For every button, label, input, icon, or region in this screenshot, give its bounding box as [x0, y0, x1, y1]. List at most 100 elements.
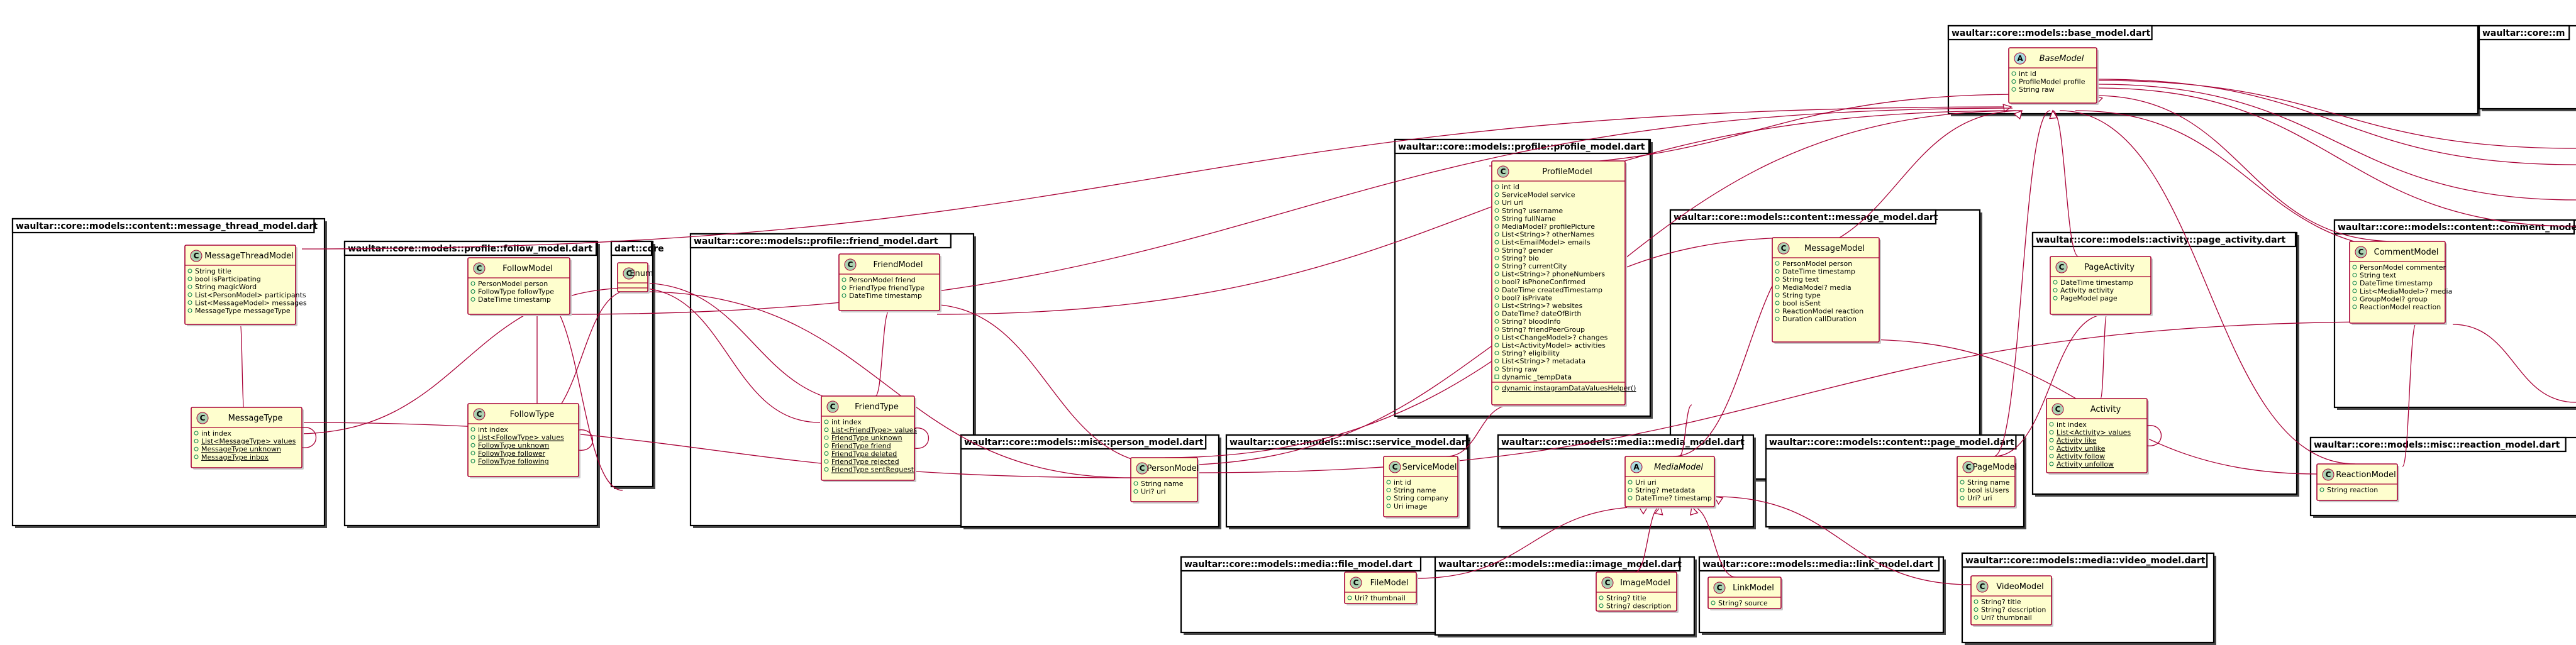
class-box[interactable] — [838, 253, 940, 311]
public-visibility-icon — [1347, 595, 1352, 600]
stereotype-letter: C — [1781, 244, 1787, 253]
package-tab — [610, 240, 653, 256]
class-member: String name — [1967, 478, 2010, 487]
public-visibility-icon — [1628, 480, 1633, 485]
public-visibility-icon — [1494, 295, 1499, 300]
class-member: String? title — [1981, 598, 2021, 606]
class-box[interactable] — [1772, 237, 1880, 343]
class-member: String type — [1782, 291, 1821, 299]
class-box[interactable] — [1624, 456, 1715, 507]
stereotype-letter: C — [477, 264, 482, 273]
public-visibility-icon — [1386, 480, 1391, 485]
self-reference-line — [578, 429, 593, 451]
class-name: PersonModel — [1147, 464, 1199, 473]
public-visibility-icon — [841, 285, 847, 290]
public-visibility-icon — [2053, 295, 2058, 300]
public-visibility-icon — [1599, 595, 1604, 600]
public-visibility-icon — [824, 451, 829, 456]
class-member: int index — [201, 429, 231, 438]
package-label: waultar::core::models::misc::reaction_mo… — [2314, 440, 2560, 450]
class-box[interactable] — [1344, 571, 1417, 604]
class-member: int index — [831, 418, 862, 426]
public-visibility-icon — [1960, 488, 1965, 493]
public-visibility-icon — [187, 292, 192, 297]
class-box[interactable] — [191, 407, 303, 468]
class-box[interactable] — [1707, 576, 1782, 609]
public-visibility-icon — [2049, 446, 2054, 451]
public-visibility-icon — [824, 435, 829, 440]
class-member: Activity like — [2057, 436, 2097, 444]
inheritance-arrowhead — [1690, 505, 1699, 516]
relationship-line — [2097, 79, 2576, 165]
class-icon — [190, 250, 203, 262]
class-box[interactable] — [1491, 160, 1626, 405]
relationship-line — [1169, 237, 1799, 466]
class-box[interactable] — [1970, 575, 2052, 626]
public-visibility-icon — [1775, 309, 1780, 314]
self-links — [301, 425, 2162, 451]
stereotype-letter: C — [1966, 463, 1972, 471]
class-member: FriendType rejected — [831, 458, 899, 466]
class-member: String? eligibility — [1502, 350, 1560, 358]
class-member: FollowType followType — [478, 288, 554, 296]
inheritance-arrowhead — [2013, 109, 2023, 120]
class-name: CommentModel — [2374, 248, 2439, 257]
class-member: int index — [2057, 421, 2087, 429]
class-icon — [844, 258, 857, 271]
class-box[interactable] — [2050, 256, 2151, 315]
public-visibility-icon — [1775, 292, 1780, 297]
class-icon — [1976, 580, 1989, 593]
public-visibility-icon — [1494, 351, 1499, 356]
public-visibility-icon — [824, 419, 829, 424]
stereotype-letter: C — [848, 260, 853, 269]
relationship-line — [2097, 84, 2576, 201]
stereotype-letter: C — [1605, 578, 1611, 587]
class-name: ServiceModel — [1402, 463, 1457, 472]
relationship-links — [240, 79, 2576, 585]
class-box[interactable] — [1383, 456, 1458, 517]
public-visibility-icon — [1494, 327, 1499, 332]
class-box[interactable] — [2008, 47, 2097, 104]
relationship-line — [1446, 404, 1513, 457]
class-box[interactable] — [1596, 571, 1677, 612]
class-box[interactable] — [2046, 398, 2148, 473]
relationship-line — [641, 291, 1131, 478]
public-visibility-icon — [470, 281, 475, 286]
class-box[interactable] — [467, 257, 570, 315]
class-box[interactable] — [821, 395, 915, 481]
public-visibility-icon — [1775, 277, 1780, 282]
class-member: PersonModel commenter — [2360, 263, 2446, 272]
class-box[interactable] — [2316, 463, 2398, 501]
class-member: String name — [1394, 487, 1436, 495]
class-member: MessageType messageType — [195, 307, 291, 315]
public-visibility-icon — [1494, 255, 1499, 260]
class-member: dynamic _tempData — [1502, 373, 1572, 381]
relationship-line — [636, 287, 821, 423]
public-visibility-icon — [470, 289, 475, 294]
class-member: List<FollowType> values — [478, 434, 564, 442]
class-member: MediaModel? media — [1782, 284, 1852, 292]
class-box[interactable] — [467, 403, 579, 477]
